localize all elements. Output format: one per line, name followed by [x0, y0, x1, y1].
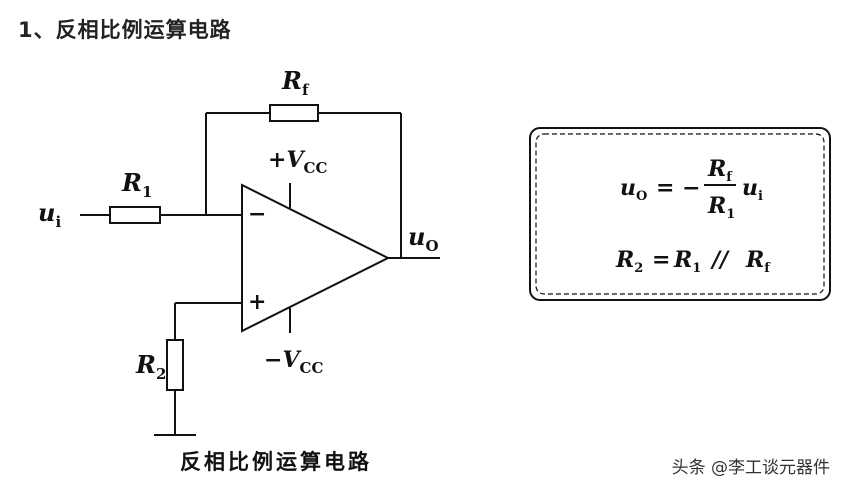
formula-box: uO = − Rf R1 ui R2 = R1 // Rf: [529, 127, 831, 301]
formula-r2: R2: [615, 247, 643, 276]
noninverting-input-sign: +: [248, 289, 266, 315]
formula-r1: R1: [673, 247, 701, 276]
inverting-input-sign: −: [248, 201, 266, 227]
vcc-pos-label: +VCC: [268, 147, 327, 177]
formula-uo: uO: [620, 175, 647, 204]
formula-rf: Rf: [745, 247, 771, 276]
section-heading: 1、反相比例运算电路: [18, 18, 232, 42]
circuit-figure: Rf R1 R2 ui uO +VCC −VCC − + uO = − Rf R…: [18, 55, 856, 485]
formula-denominator: R1: [707, 193, 735, 222]
resistor-rf: [269, 104, 319, 122]
r1-label: R1: [121, 168, 152, 201]
source-watermark: 头条 @李工谈元器件: [671, 458, 830, 478]
r2-label: R2: [135, 350, 166, 383]
resistor-r1: [109, 206, 161, 224]
op-amp-triangle: [241, 183, 391, 333]
vcc-neg-label: −VCC: [264, 347, 323, 377]
formula-ui: ui: [742, 175, 763, 204]
resistor-r2: [166, 339, 184, 391]
diagram-caption: 反相比例运算电路: [180, 449, 372, 474]
circuit-diagram: Rf R1 R2 ui uO +VCC −VCC − + uO = − Rf R…: [38, 66, 831, 436]
ui-label: ui: [38, 198, 61, 231]
formula-numerator: Rf: [707, 156, 733, 185]
uo-label: uO: [408, 222, 439, 255]
formula-eq-minus: = −: [656, 175, 701, 201]
formula-parallel: //: [710, 247, 730, 273]
rf-label: Rf: [281, 66, 310, 99]
formula-eq2: =: [652, 247, 670, 273]
